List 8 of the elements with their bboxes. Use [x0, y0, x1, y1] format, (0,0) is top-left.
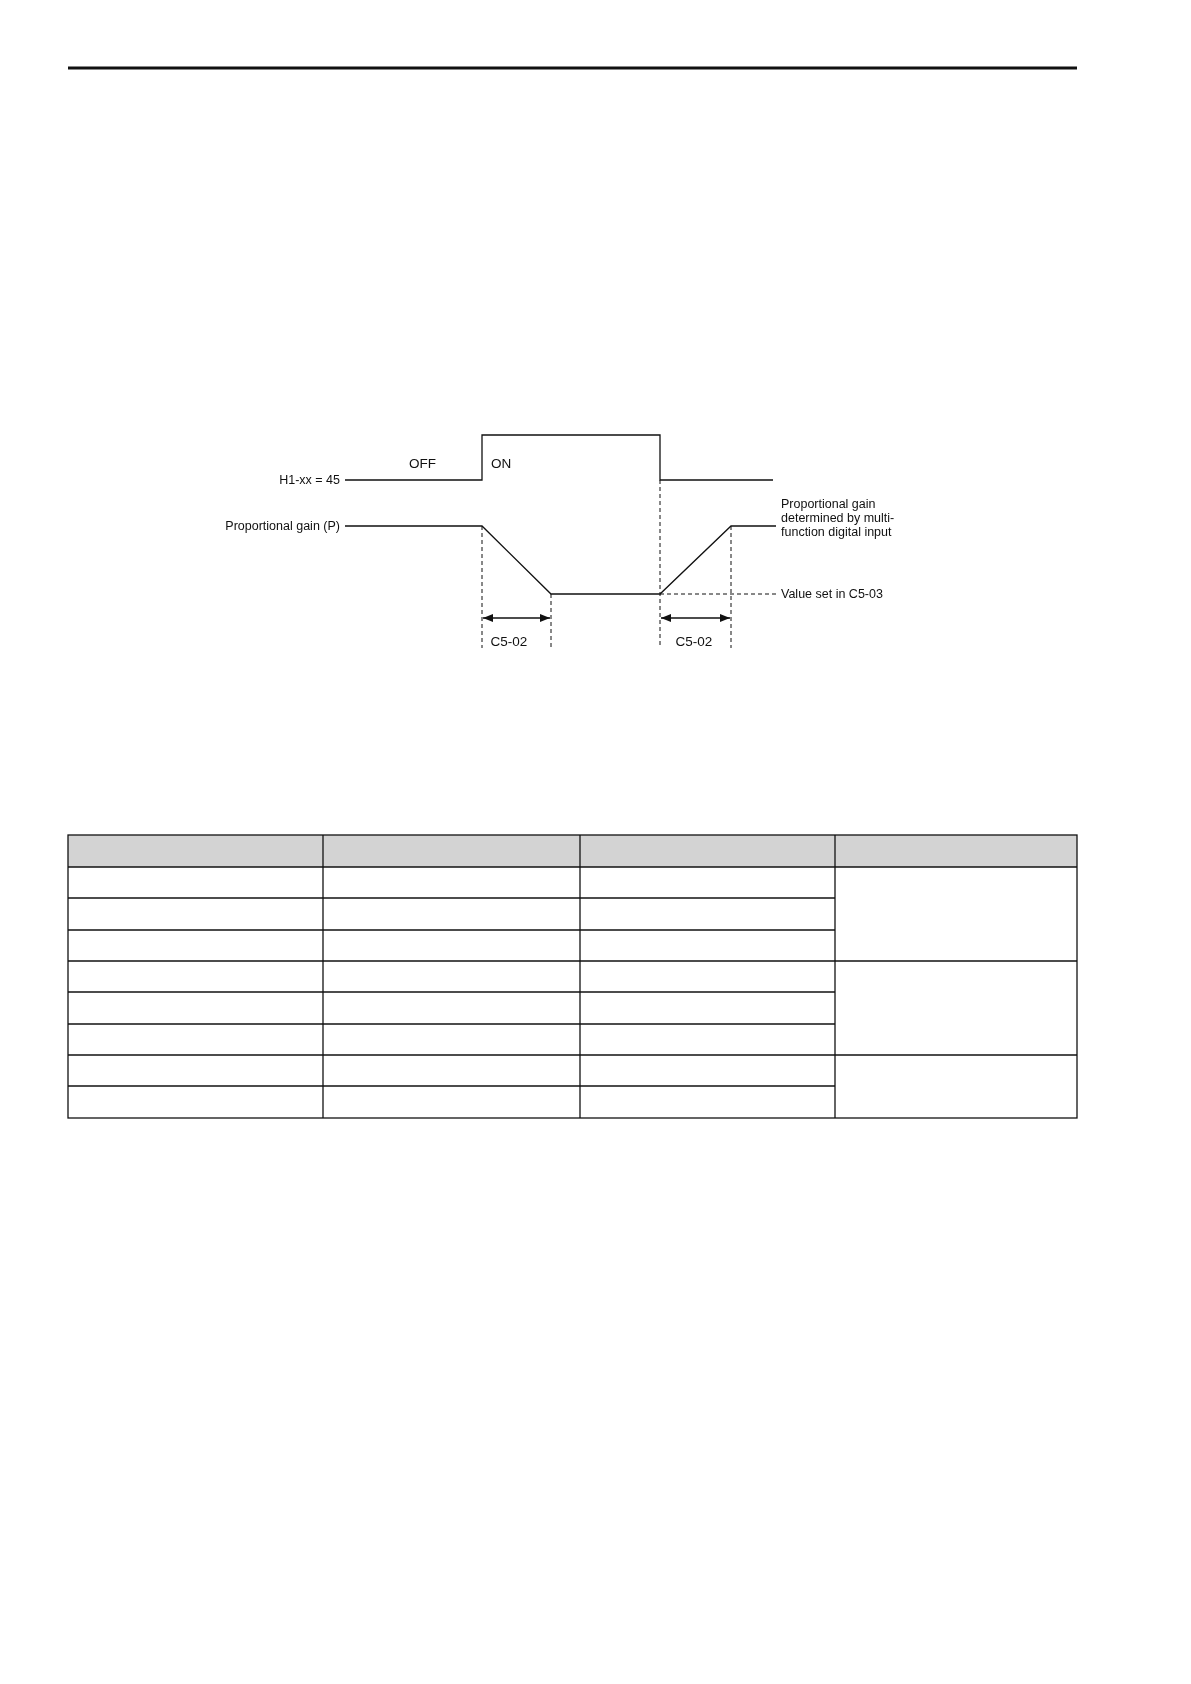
annotation-text: Proportional gain determined by multi-function digital input — [781, 497, 896, 539]
dimension-label: C5-02 — [490, 635, 528, 649]
signal-label: H1-xx = 45 — [279, 473, 340, 487]
state-label: ON — [491, 457, 512, 471]
state-label: OFF — [409, 457, 436, 471]
signal-label: Proportional gain (P) — [225, 519, 340, 533]
dimension-label: C5-02 — [675, 635, 713, 649]
annotation-text: Value set in C5-03 — [781, 587, 883, 601]
